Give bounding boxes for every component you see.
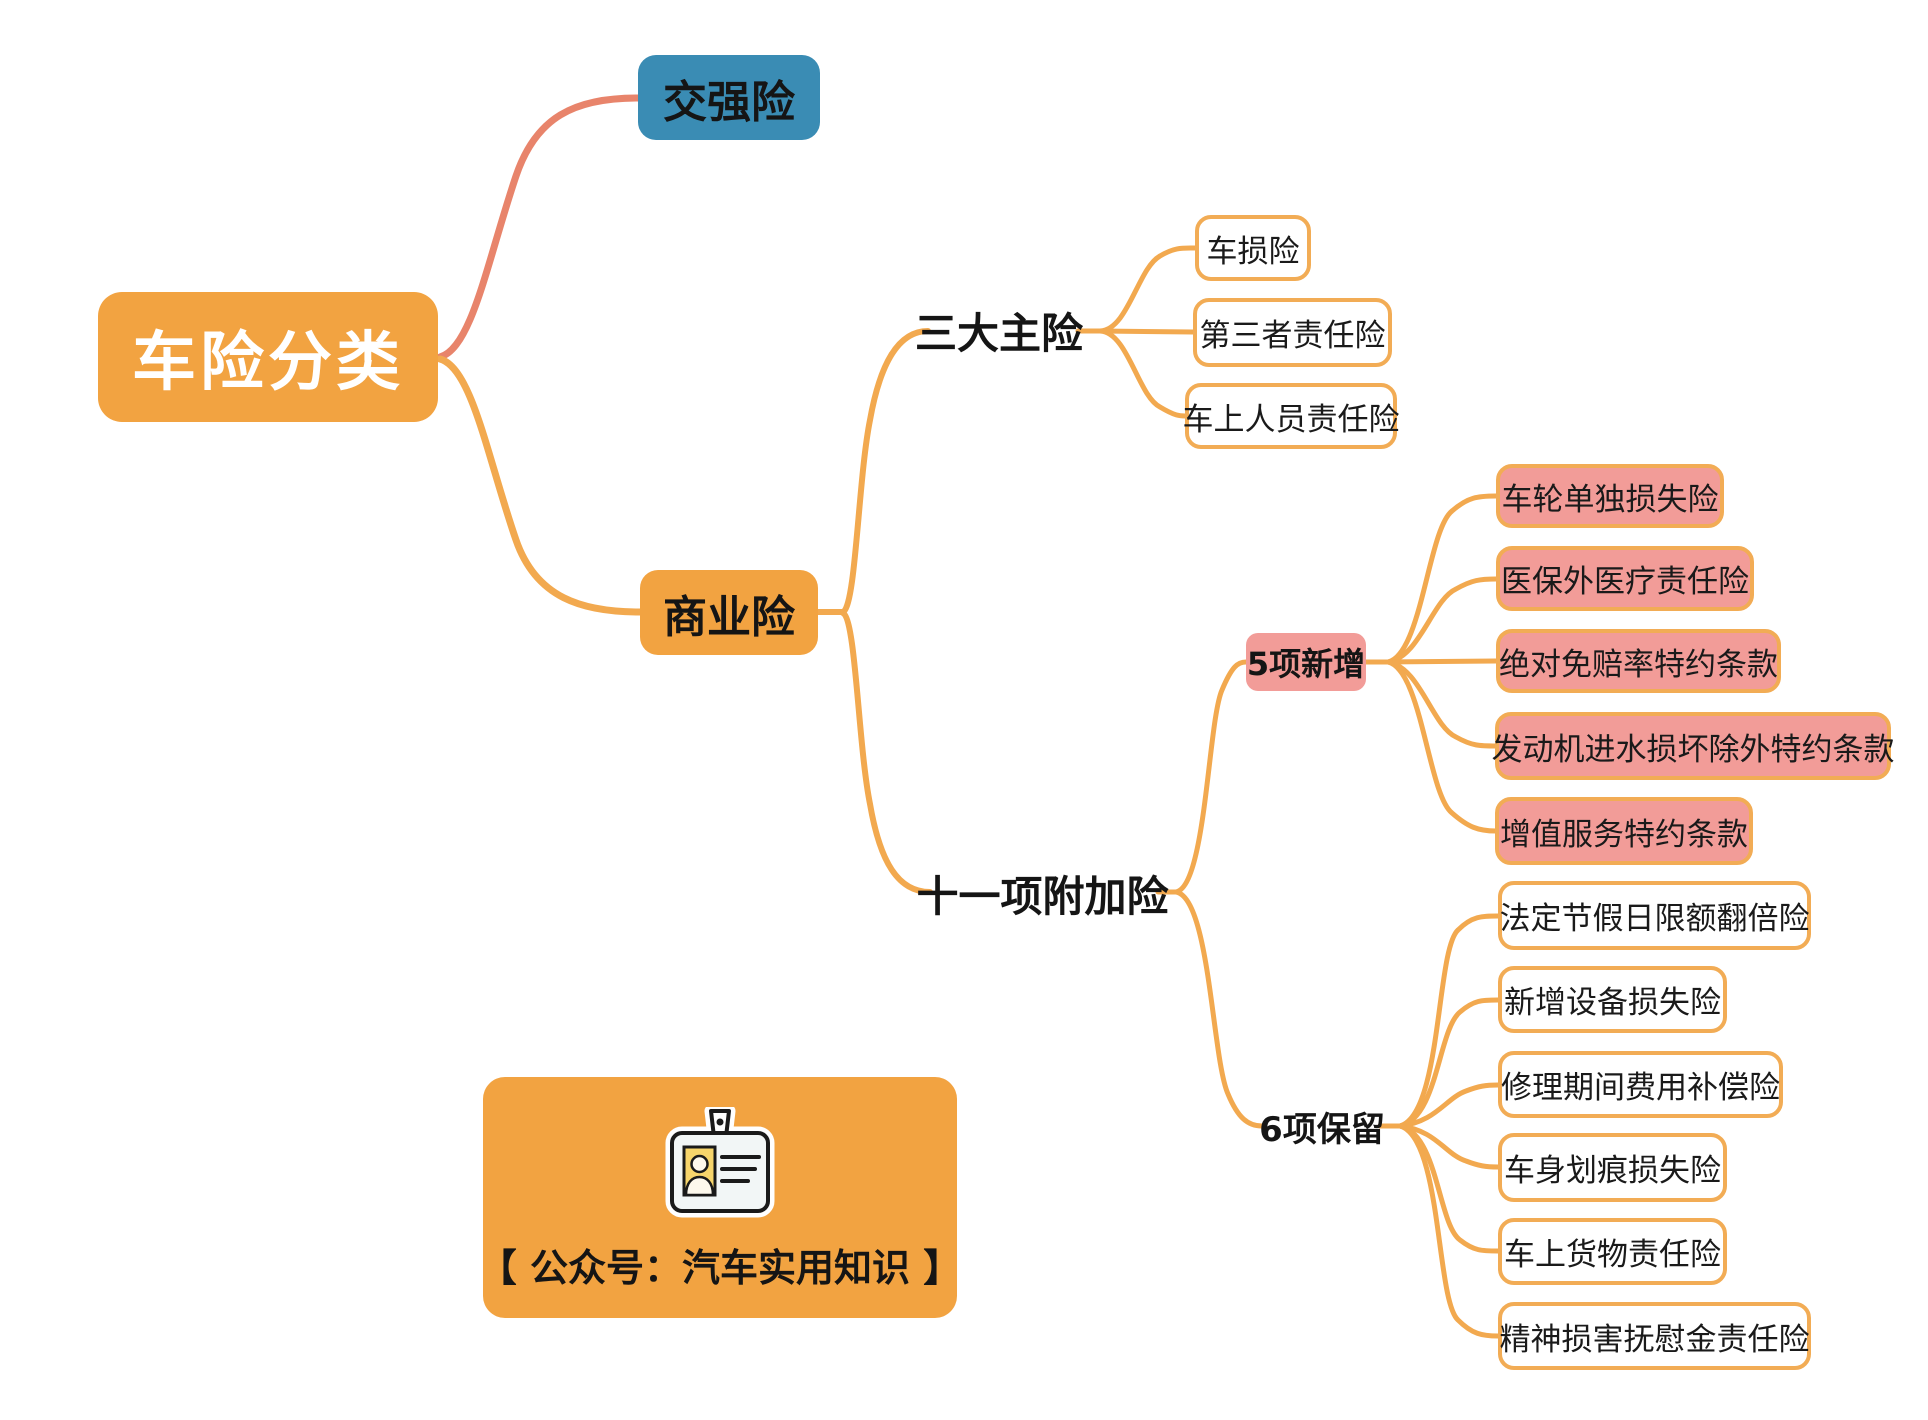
node-shiyixiang-fujiaxian[interactable]: 十一项附加险: [916, 871, 1169, 921]
connector-root-jiaoqiangxian: [436, 94, 642, 361]
connector-to-xiuli: [1397, 1082, 1501, 1129]
id-badge-icon: [665, 1107, 775, 1218]
node-juedui-mianpeilv[interactable]: 绝对免赔率特约条款: [1496, 629, 1781, 693]
connector-to-jingshen: [1397, 1123, 1501, 1339]
connector-to-juedui: [1385, 658, 1499, 665]
node-cheshangrenyuan-zerenxian[interactable]: 车上人员责任险: [1183, 383, 1400, 449]
node-5xiang-xinzeng[interactable]: 5项新增: [1246, 633, 1366, 691]
node-disanzhe-zerenxian[interactable]: 第三者责任险: [1193, 298, 1392, 367]
connector-to-6baoliu: [1173, 889, 1265, 1129]
node-chesunxian[interactable]: 车损险: [1195, 215, 1311, 281]
connector-to-disanzhe: [1097, 328, 1196, 335]
connector-to-xinzengshebei: [1397, 997, 1501, 1129]
connector-root-shangyexian: [436, 355, 644, 616]
node-fading-jiejiari[interactable]: 法定节假日限额翻倍险: [1498, 881, 1811, 950]
node-xiuli-qijian[interactable]: 修理期间费用补偿险: [1498, 1051, 1783, 1118]
connector-to-fading: [1397, 913, 1501, 1129]
node-sandazhuxian[interactable]: 三大主险: [915, 308, 1084, 358]
connector-to-chesunxian: [1097, 245, 1198, 334]
node-6xiang-baoliu[interactable]: 6项保留: [1259, 1109, 1385, 1150]
node-jingshen-sunhai[interactable]: 精神损害抚慰金责任险: [1498, 1302, 1811, 1370]
connector-shangye-fujiaxian: [840, 610, 933, 895]
watermark-card: 【 公众号：汽车实用知识 】: [479, 1077, 961, 1318]
connector-to-cheshangrenyuan: [1097, 328, 1188, 419]
connector-to-fadongji: [1385, 659, 1499, 749]
node-cheshen-huahen[interactable]: 车身划痕损失险: [1498, 1133, 1727, 1202]
watermark-text: 【 公众号：汽车实用知识 】: [478, 1246, 962, 1290]
connector-to-yibaowai: [1385, 576, 1499, 665]
connector-to-cheshen: [1397, 1123, 1501, 1170]
connector-to-huowu: [1397, 1123, 1501, 1254]
node-jiaoqiangxian[interactable]: 交强险: [638, 55, 820, 140]
connector-to-5xinzeng: [1173, 659, 1249, 895]
node-zengzhi-fuwu[interactable]: 增值服务特约条款: [1495, 797, 1753, 865]
node-fadongji-jinshui[interactable]: 发动机进水损坏除外特约条款: [1492, 712, 1895, 780]
root-node-chexianfenlei[interactable]: 车险分类: [98, 292, 438, 422]
connector-to-chelun: [1385, 493, 1499, 665]
connector-shangye-sandazhuxian: [840, 328, 931, 615]
node-cheshang-huowu[interactable]: 车上货物责任险: [1498, 1218, 1727, 1285]
node-xinzeng-shebei[interactable]: 新增设备损失险: [1498, 966, 1727, 1033]
node-yibaowai-yiliao[interactable]: 医保外医疗责任险: [1496, 546, 1754, 611]
connector-to-zengzhi: [1385, 659, 1499, 834]
node-chelun-dandusunshi[interactable]: 车轮单独损失险: [1496, 464, 1724, 528]
node-shangyexian[interactable]: 商业险: [640, 570, 818, 655]
